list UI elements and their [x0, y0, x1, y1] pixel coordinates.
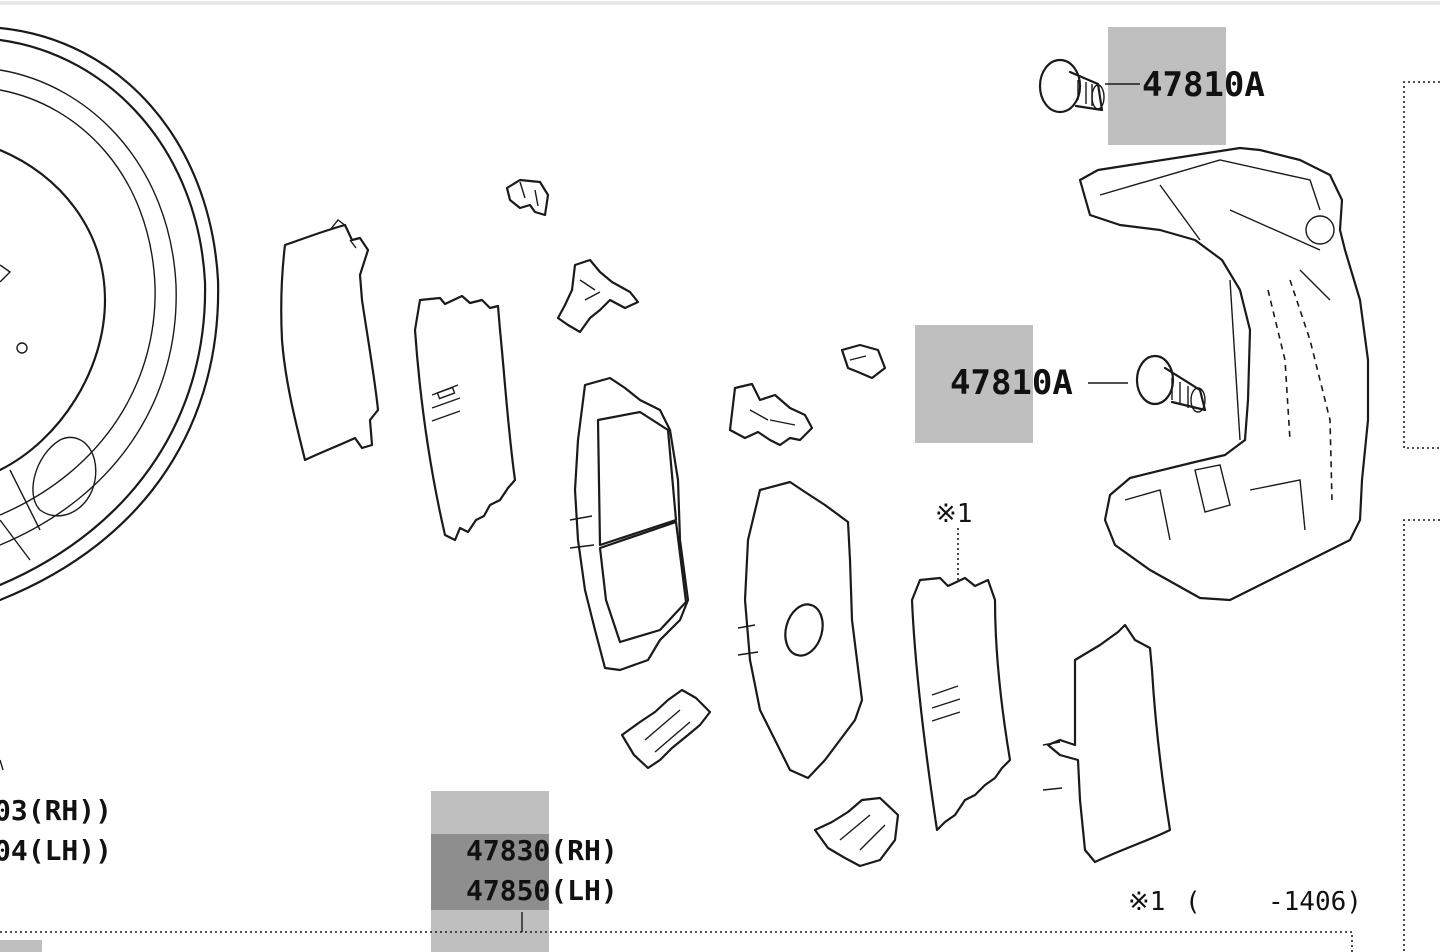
pad-support-plate-lower-right: [813, 796, 900, 868]
disc-backing-plate: [0, 26, 220, 771]
bolt-mid: [1135, 354, 1207, 413]
anti-squeal-shim-inner-left: [413, 294, 517, 542]
brake-pad-outer: [569, 376, 690, 672]
pad-support-plate-upper: [556, 258, 640, 334]
reference-marker: ※1: [935, 499, 972, 529]
part-number-left-lh[interactable]: 04(LH)): [0, 834, 112, 867]
part-number-rh[interactable]: 47830(RH): [466, 834, 618, 867]
anti-squeal-shim-outer-right: [1042, 623, 1172, 864]
anti-squeal-shim-outer-left: [280, 219, 380, 462]
right-frame-box-upper: [1403, 81, 1440, 449]
part-number-lh[interactable]: 47850(LH): [466, 874, 618, 907]
highlight-bottom-left[interactable]: [0, 940, 42, 952]
anti-squeal-shim-inner-right: [910, 576, 1012, 832]
highlight-rh-lh-part-dark: [431, 834, 549, 910]
part-number-bolt-mid[interactable]: 47810A: [950, 363, 1073, 403]
part-number-left-rh[interactable]: 03(RH)): [0, 794, 112, 827]
part-number-bolt-top[interactable]: 47810A: [1142, 65, 1265, 105]
pad-wear-indicator-clip: [840, 343, 887, 380]
bolt-top: [1038, 58, 1105, 114]
note-marker: ※1: [1128, 887, 1165, 917]
right-frame-box-lower: [1403, 519, 1440, 952]
pad-support-plate-mid: [728, 382, 814, 447]
brake-pad-inner: [737, 480, 864, 780]
highlight-bolt-mid[interactable]: [915, 325, 1033, 443]
note-open-paren: (: [1185, 887, 1201, 917]
note-range: -1406): [1268, 887, 1362, 917]
highlight-bolt-top[interactable]: [1108, 27, 1226, 145]
caliper-mounting-bracket: [1078, 146, 1370, 602]
bottom-frame-line: [0, 931, 1353, 952]
pad-support-plate-lower-left: [620, 688, 712, 770]
pad-support-clip-top: [505, 178, 550, 217]
